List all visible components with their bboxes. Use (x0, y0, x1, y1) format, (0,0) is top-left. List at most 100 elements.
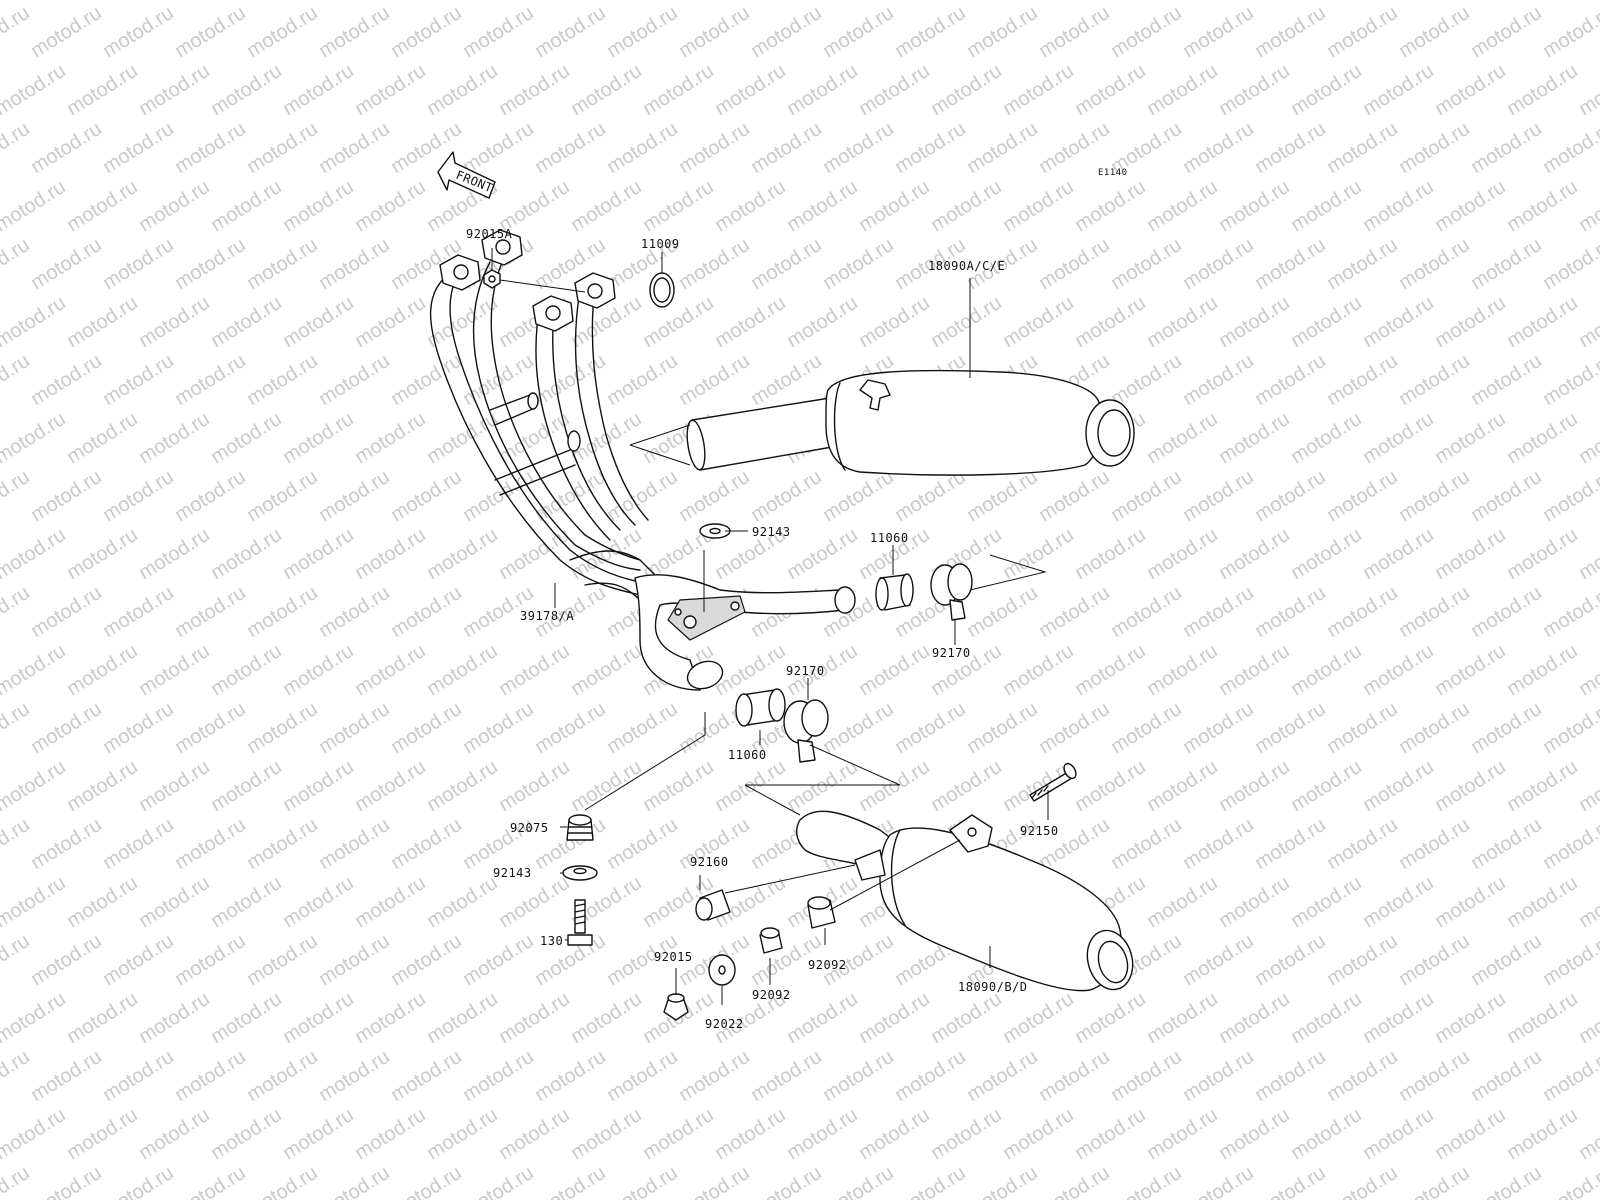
callout-18090BD: 18090/B/D (958, 980, 1028, 994)
watermark-text: motod.ru (1395, 2, 1474, 62)
watermark-text: motod.ru (0, 756, 70, 816)
watermark-text: motod.ru (1431, 756, 1510, 816)
watermark-text: motod.ru (1323, 2, 1402, 62)
watermark-text: motod.ru (135, 872, 214, 932)
watermark-text: motod.ru (819, 698, 898, 758)
watermark-text: motod.ru (99, 1046, 178, 1106)
callout-92150: 92150 (1020, 824, 1059, 838)
watermark-text: motod.ru (315, 350, 394, 410)
watermark-text: motod.ru (279, 60, 358, 120)
watermark-text: motod.ru (171, 1046, 250, 1106)
watermark-text: motod.ru (243, 1046, 322, 1106)
watermark-text: motod.ru (1467, 118, 1546, 178)
watermark-text: motod.ru (351, 524, 430, 584)
watermark-text: motod.ru (243, 466, 322, 526)
watermark-text: motod.ru (927, 756, 1006, 816)
watermark-text: motod.ru (891, 1162, 970, 1200)
watermark-text: motod.ru (351, 176, 430, 236)
watermark-text: motod.ru (603, 814, 682, 874)
watermark-text: motod.ru (1107, 1162, 1186, 1200)
watermark-text: motod.ru (1539, 930, 1600, 990)
watermark-text: motod.ru (1035, 698, 1114, 758)
watermark-text: motod.ru (279, 1104, 358, 1164)
upper-muffler (686, 369, 1135, 476)
watermark-text: motod.ru (567, 756, 646, 816)
watermark-text: motod.ru (459, 118, 538, 178)
watermark-text: motod.ru (1215, 524, 1294, 584)
watermark-text: motod.ru (531, 1046, 610, 1106)
watermark-text: motod.ru (1251, 2, 1330, 62)
watermark-text: motod.ru (711, 60, 790, 120)
watermark-text: motod.ru (1035, 1162, 1114, 1200)
watermark-text: motod.ru (135, 756, 214, 816)
watermark-text: motod.ru (1071, 176, 1150, 236)
watermark-text: motod.ru (243, 582, 322, 642)
watermark-text: motod.ru (1179, 930, 1258, 990)
watermark-text: motod.ru (675, 1162, 754, 1200)
watermark-text: motod.ru (135, 640, 214, 700)
watermark-text: motod.ru (171, 466, 250, 526)
watermark-text: motod.ru (351, 756, 430, 816)
watermark-text: motod.ru (279, 176, 358, 236)
watermark-text: motod.ru (0, 2, 34, 62)
gasket-11060-mid (735, 688, 786, 727)
watermark-text: motod.ru (1503, 988, 1582, 1048)
watermark-text: motod.ru (531, 1162, 610, 1200)
watermark-text: motod.ru (423, 524, 502, 584)
watermark-text: motod.ru (99, 698, 178, 758)
watermark-text: motod.ru (1323, 350, 1402, 410)
callout-39178A: 39178/A (520, 609, 574, 623)
watermark-text: motod.ru (1467, 1046, 1546, 1106)
watermark-text: motod.ru (1539, 2, 1600, 62)
watermark-text: motod.ru (1359, 640, 1438, 700)
collar-92143-top (699, 523, 731, 539)
watermark-text: motod.ru (675, 118, 754, 178)
watermark-text: motod.ru (423, 1104, 502, 1164)
watermark-text: motod.ru (207, 0, 286, 4)
watermark-text: motod.ru (1251, 814, 1330, 874)
watermark-text: motod.ru (999, 292, 1078, 352)
watermark-text: motod.ru (1359, 408, 1438, 468)
watermark-text: motod.ru (387, 582, 466, 642)
watermark-text: motod.ru (1143, 60, 1222, 120)
watermark-text: motod.ru (1323, 930, 1402, 990)
watermark-text: motod.ru (99, 466, 178, 526)
watermark-text: motod.ru (135, 408, 214, 468)
watermark-text: motod.ru (1143, 872, 1222, 932)
watermark-text: motod.ru (63, 872, 142, 932)
watermark-text: motod.ru (171, 350, 250, 410)
watermark-text: motod.ru (531, 118, 610, 178)
callout-11060-mid: 11060 (728, 748, 767, 762)
watermark-text: motod.ru (1395, 350, 1474, 410)
grommet-92075 (566, 814, 594, 841)
watermark-text: motod.ru (99, 814, 178, 874)
watermark-text: motod.ru (711, 292, 790, 352)
watermark-text: motod.ru (1251, 234, 1330, 294)
watermark-text: motod.ru (99, 582, 178, 642)
watermark-text: motod.ru (567, 176, 646, 236)
watermark-text: motod.ru (711, 1104, 790, 1164)
watermark-text: motod.ru (1467, 234, 1546, 294)
watermark-text: motod.ru (315, 930, 394, 990)
watermark-text: motod.ru (1467, 466, 1546, 526)
watermark-text: motod.ru (1395, 930, 1474, 990)
watermark-text: motod.ru (63, 1104, 142, 1164)
watermark-text: motod.ru (135, 292, 214, 352)
watermark-text: motod.ru (819, 118, 898, 178)
watermark-text: motod.ru (747, 1046, 826, 1106)
watermark-text: motod.ru (1467, 1162, 1546, 1200)
callout-92170-mid: 92170 (786, 664, 825, 678)
watermark-text: motod.ru (927, 1104, 1006, 1164)
watermark-text: motod.ru (963, 1046, 1042, 1106)
watermark-text: motod.ru (1467, 350, 1546, 410)
watermark-text: motod.ru (819, 1046, 898, 1106)
watermark-text: motod.ru (675, 2, 754, 62)
watermark-text: motod.ru (531, 466, 610, 526)
watermark-text: motod.ru (1359, 60, 1438, 120)
watermark-text: motod.ru (1359, 176, 1438, 236)
watermark-text: motod.ru (1431, 988, 1510, 1048)
watermark-text: motod.ru (1395, 698, 1474, 758)
watermark-text: motod.ru (1215, 408, 1294, 468)
watermark-text: motod.ru (1071, 640, 1150, 700)
watermark-text: motod.ru (207, 408, 286, 468)
